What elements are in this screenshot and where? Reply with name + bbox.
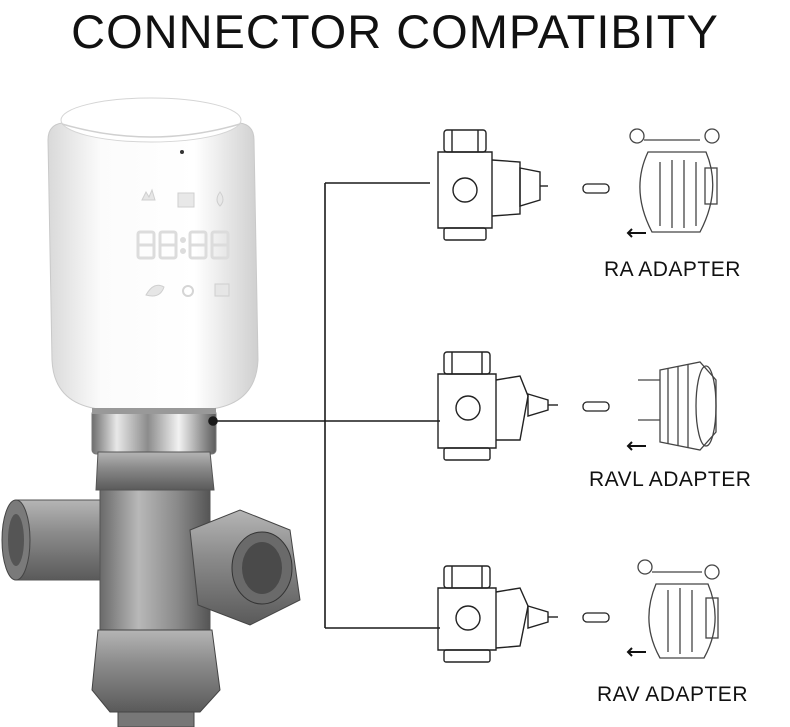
water-drop-icon <box>216 191 224 207</box>
connector-lines <box>208 182 440 629</box>
sun-icon <box>182 285 194 297</box>
rav-adapter-drawing <box>637 559 720 659</box>
segment-display <box>136 230 230 260</box>
valve-body <box>1 451 301 727</box>
ra-valve-drawing <box>437 129 548 241</box>
ravl-adapter-label: RAVL ADAPTER <box>589 468 752 491</box>
ra-arrow-icon <box>626 228 646 238</box>
ra-adapter-label: RA ADAPTER <box>604 258 741 281</box>
rav-valve-drawing <box>437 565 558 663</box>
coupling-ring <box>91 408 217 455</box>
page-title: CONNECTOR COMPATIBITY <box>71 5 719 58</box>
ravl-valve-drawing <box>437 351 558 461</box>
thermostat-head <box>47 97 259 411</box>
flame-icon <box>141 188 156 201</box>
rav-pin <box>582 612 610 623</box>
ravl-adapter-drawing <box>638 361 717 451</box>
ra-adapter-drawing <box>629 128 720 233</box>
window-icon <box>177 192 195 208</box>
leaf-icon <box>145 284 165 297</box>
rav-adapter-label: RAV ADAPTER <box>597 683 748 706</box>
ra-pin <box>582 183 610 194</box>
ravl-arrow-icon <box>626 441 646 451</box>
ravl-pin <box>582 401 610 412</box>
child-lock-icon <box>214 283 230 297</box>
rav-arrow-icon <box>626 647 646 657</box>
